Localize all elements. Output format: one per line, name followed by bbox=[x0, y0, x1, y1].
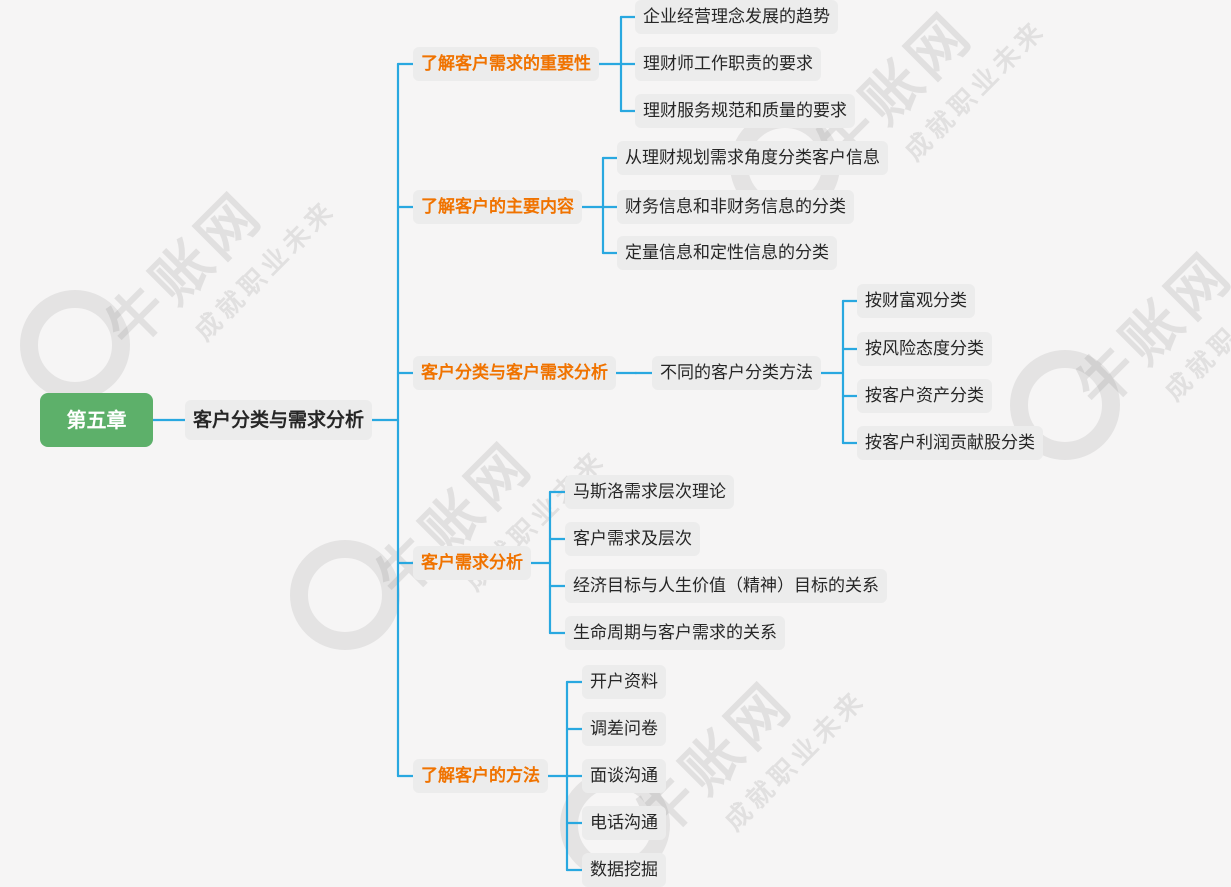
leaf-node[interactable]: 按客户资产分类 bbox=[857, 379, 992, 413]
leaf-node[interactable]: 定量信息和定性信息的分类 bbox=[617, 236, 837, 270]
leaf-node[interactable]: 理财师工作职责的要求 bbox=[635, 47, 821, 81]
leaf-node[interactable]: 马斯洛需求层次理论 bbox=[565, 475, 734, 509]
branch-node[interactable]: 了解客户的方法 bbox=[413, 759, 548, 793]
leaf-node[interactable]: 生命周期与客户需求的关系 bbox=[565, 616, 785, 650]
branch-node[interactable]: 客户分类与客户需求分析 bbox=[413, 356, 616, 390]
leaf-node[interactable]: 数据挖掘 bbox=[582, 853, 666, 887]
leaf-node[interactable]: 从理财规划需求角度分类客户信息 bbox=[617, 141, 888, 175]
leaf-node[interactable]: 电话沟通 bbox=[582, 806, 666, 840]
leaf-node[interactable]: 客户需求及层次 bbox=[565, 522, 700, 556]
leaf-node[interactable]: 按财富观分类 bbox=[857, 284, 975, 318]
leaf-node[interactable]: 财务信息和非财务信息的分类 bbox=[617, 190, 854, 224]
leaf-node[interactable]: 开户资料 bbox=[582, 665, 666, 699]
mid-node[interactable]: 不同的客户分类方法 bbox=[652, 356, 821, 390]
branch-node[interactable]: 了解客户需求的重要性 bbox=[413, 47, 599, 81]
leaf-node[interactable]: 企业经营理念发展的趋势 bbox=[635, 0, 838, 34]
branch-node[interactable]: 客户需求分析 bbox=[413, 546, 531, 580]
leaf-node[interactable]: 经济目标与人生价值（精神）目标的关系 bbox=[565, 569, 887, 603]
leaf-node[interactable]: 调差问卷 bbox=[582, 712, 666, 746]
branch-node[interactable]: 了解客户的主要内容 bbox=[413, 190, 582, 224]
leaf-node[interactable]: 按风险态度分类 bbox=[857, 332, 992, 366]
topic-node[interactable]: 客户分类与需求分析 bbox=[185, 400, 373, 440]
leaf-node[interactable]: 面谈沟通 bbox=[582, 759, 666, 793]
leaf-node[interactable]: 理财服务规范和质量的要求 bbox=[635, 94, 855, 128]
chapter-root-node[interactable]: 第五章 bbox=[40, 393, 153, 447]
leaf-node[interactable]: 按客户利润贡献股分类 bbox=[857, 426, 1043, 460]
